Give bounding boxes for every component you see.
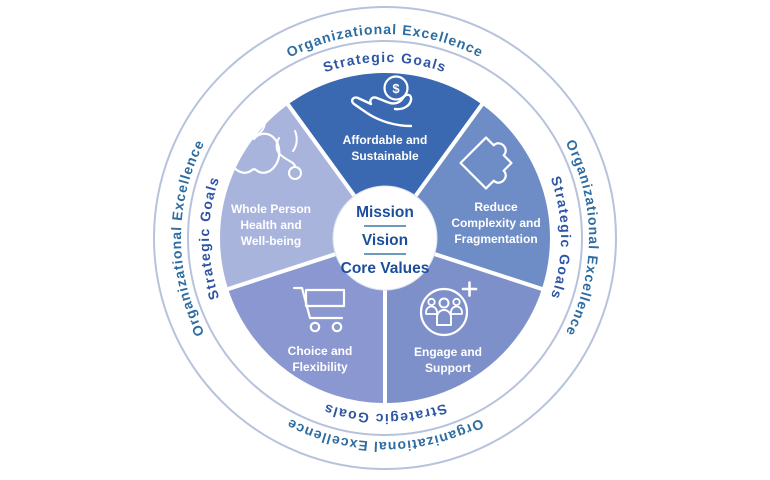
segment-choice-and-flexibility xyxy=(224,236,387,407)
people-plus-icon xyxy=(419,281,478,337)
apple-stethoscope-icon xyxy=(227,121,302,180)
segment-label-line: Affordable and xyxy=(343,133,428,147)
segment-label-line: Health and xyxy=(240,218,301,232)
outer-ring-circle xyxy=(153,6,617,470)
segment-label-line: Fragmentation xyxy=(454,232,537,246)
segment-label-line: Well-being xyxy=(241,234,301,248)
center-label-vision: Vision xyxy=(362,232,408,249)
puzzle-icon xyxy=(459,136,513,190)
segment-label-line: Choice and xyxy=(288,344,353,358)
center-label-core-values: Core Values xyxy=(341,260,430,277)
segment-label-line: Whole Person xyxy=(231,202,311,216)
segment-label-line: Reduce xyxy=(474,200,518,214)
dollar-glyph: $ xyxy=(392,81,400,96)
segment-label-line: Complexity and xyxy=(451,216,540,230)
segment-affordable-and-sustainable xyxy=(284,68,486,240)
center-circle xyxy=(332,185,438,291)
center-label-mission: Mission xyxy=(356,204,414,221)
segment-label-line: Engage and xyxy=(414,345,482,359)
segment-label-line: Flexibility xyxy=(292,360,348,374)
middle-ring-circle xyxy=(187,40,583,436)
dollar-hand-icon: $ xyxy=(350,75,413,128)
segment-label-line: Support xyxy=(425,361,471,375)
shopping-cart-icon xyxy=(292,286,346,333)
segment-label-line: Sustainable xyxy=(351,149,419,163)
